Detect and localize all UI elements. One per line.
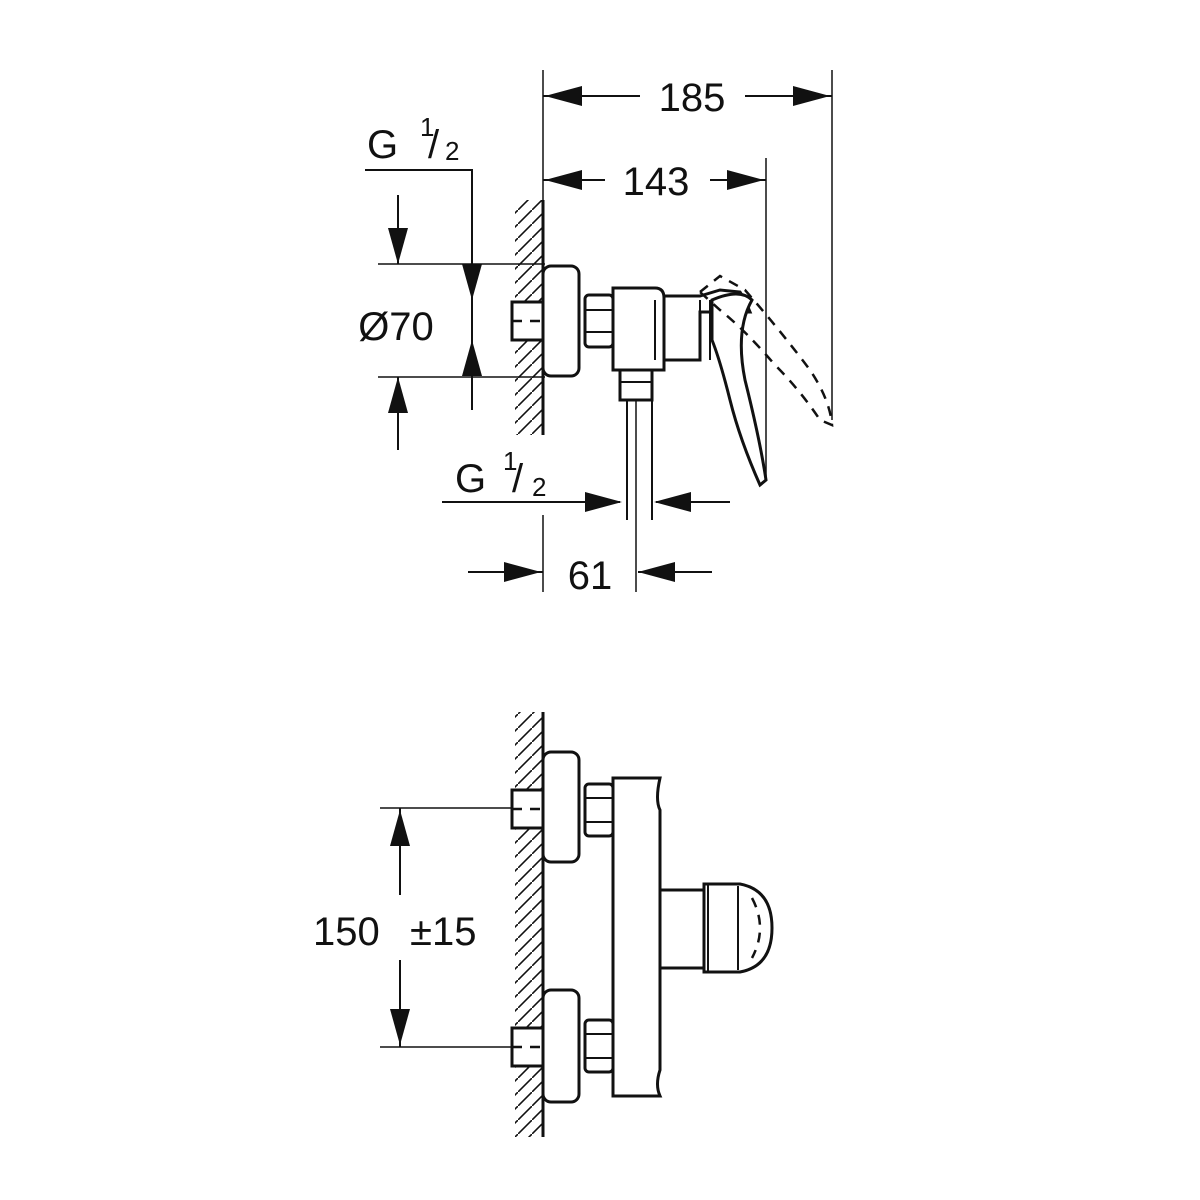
- lever-side: [710, 292, 768, 488]
- lever-alt-position: [698, 274, 834, 427]
- inlet-thread-label: G 1 / 2: [365, 112, 482, 410]
- outlet-g-sub: 2: [532, 472, 546, 502]
- dimension-143-label: 143: [623, 160, 690, 204]
- diameter-dimension: Ø70: [358, 195, 545, 450]
- wall-front: [515, 712, 545, 1137]
- inlet-g-main: G: [367, 123, 398, 167]
- lower-connection: [510, 988, 615, 1104]
- dimension-185-label: 185: [659, 76, 726, 120]
- outlet-g-slash: /: [512, 457, 524, 501]
- dimension-150-tolerance: ±15: [410, 910, 476, 954]
- side-view: 185 143 G 1 / 2: [358, 70, 834, 598]
- mixer-body-front: [611, 776, 774, 1098]
- dimension-61-label: 61: [568, 554, 613, 598]
- dimension-143: 143: [543, 158, 767, 480]
- escutcheon-side: [510, 264, 581, 378]
- diameter-label: Ø70: [358, 305, 434, 349]
- dimension-61: 61: [468, 515, 712, 598]
- outlet-g-sup: 1: [503, 446, 517, 476]
- inlet-g-sub: 2: [445, 136, 459, 166]
- dimension-185: 185: [542, 70, 833, 420]
- outlet-thread-label: G 1 / 2: [442, 446, 730, 512]
- front-view: 150 ±15: [313, 712, 774, 1137]
- dimension-150: 150 ±15: [313, 807, 512, 1048]
- outlet-g-main: G: [455, 457, 486, 501]
- inlet-g-slash: /: [428, 123, 440, 167]
- dimension-150-label: 150: [313, 910, 380, 954]
- inlet-g-sup: 1: [420, 112, 434, 142]
- nut-side: [583, 293, 615, 349]
- outlet-pipe: [626, 400, 653, 592]
- upper-connection: [510, 750, 615, 864]
